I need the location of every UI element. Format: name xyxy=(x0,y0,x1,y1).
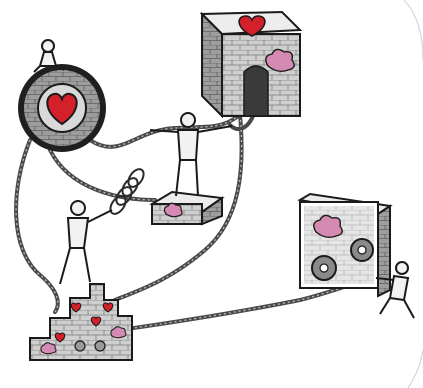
heart-icon xyxy=(238,15,266,37)
brain-icon xyxy=(313,214,343,239)
frame-arc xyxy=(403,0,423,61)
brain-icon xyxy=(40,342,57,355)
rope-icon xyxy=(48,148,157,202)
gear-icon xyxy=(350,238,374,262)
heart-circle-wall xyxy=(18,64,106,152)
heart-icon xyxy=(70,302,82,313)
gear-icon xyxy=(311,255,337,281)
brain-icon xyxy=(163,202,183,218)
brain-icon xyxy=(265,48,295,73)
frame-arc-bottom xyxy=(407,349,423,388)
heart-icon xyxy=(102,302,114,313)
brick-hut xyxy=(199,10,303,119)
person-icon xyxy=(375,261,415,319)
brain-icon xyxy=(110,326,127,339)
gear-icon xyxy=(74,340,86,352)
person-icon xyxy=(149,112,233,197)
person-icon xyxy=(59,200,113,285)
coiled-rope xyxy=(109,168,145,215)
heart-icon xyxy=(90,316,102,327)
step-pyramid xyxy=(29,283,133,361)
heart-icon xyxy=(54,332,66,343)
person-icon xyxy=(33,39,65,73)
heart-icon xyxy=(46,92,78,126)
rope-icon xyxy=(113,113,244,302)
middle-platform xyxy=(149,190,225,226)
gear-icon xyxy=(94,340,106,352)
gear-brain-wall xyxy=(297,192,393,298)
